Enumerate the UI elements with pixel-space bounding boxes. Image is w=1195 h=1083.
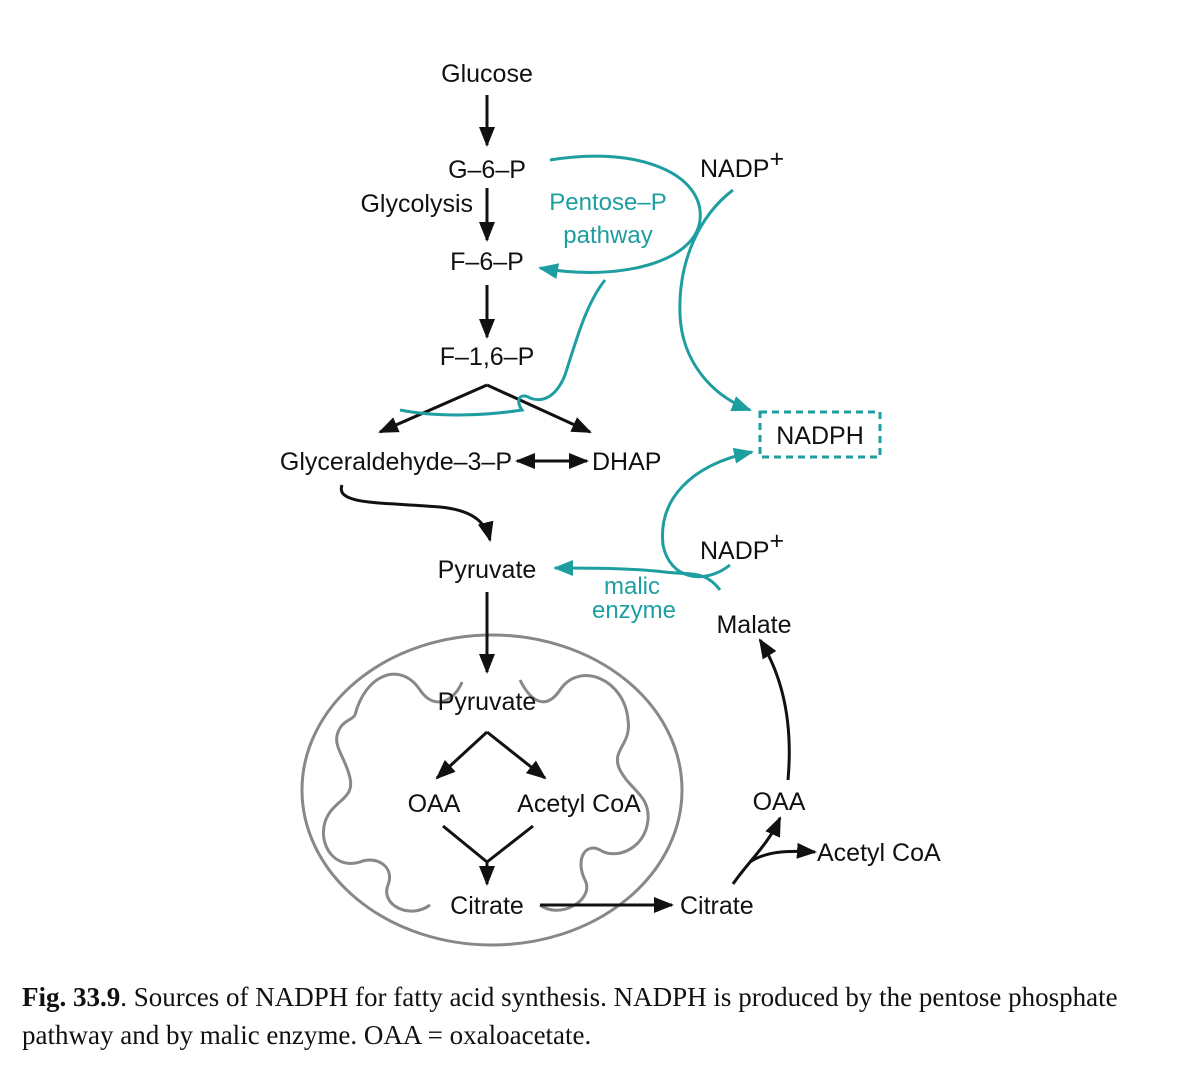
label-citrate-cytosol: Citrate xyxy=(680,892,754,920)
mitochondrion xyxy=(300,633,684,947)
label-pentose-p: Pentose–P xyxy=(549,189,666,216)
arrow-f16p-dhap xyxy=(486,383,592,434)
figure-caption: Fig. 33.9. Sources of NADPH for fatty ac… xyxy=(22,978,1182,1054)
label-citrate-mito: Citrate xyxy=(450,892,524,920)
label-pyruvate-cytosol: Pyruvate xyxy=(438,556,537,584)
label-dhap: DHAP xyxy=(592,448,661,476)
nadph-sources-diagram: Glucose G–6–P Glycolysis F–6–P F–1,6–P G… xyxy=(280,60,941,947)
label-glycolysis: Glycolysis xyxy=(360,190,473,218)
label-oaa-mito: OAA xyxy=(408,790,461,818)
label-f6p: F–6–P xyxy=(450,248,524,276)
pathway-arrows xyxy=(339,95,817,913)
arrow-oaa-malate xyxy=(758,638,791,781)
label-pathway: pathway xyxy=(563,222,652,249)
arrow-pyruvate-acetylcoa xyxy=(486,730,547,780)
label-f16p: F–1,6–P xyxy=(440,343,535,371)
mitochondrion-outer-membrane xyxy=(300,633,684,947)
arrow-citrate-acetylcoa xyxy=(749,842,817,864)
arrow-f16p-gap xyxy=(378,383,488,434)
label-g6p: G–6–P xyxy=(448,156,526,184)
mitochondrion-inner-membrane xyxy=(322,672,650,913)
arrow-gap-pyruvate xyxy=(339,484,494,542)
arrow-acetylcoa-citrate xyxy=(486,824,534,864)
malic-nadp-to-nadph xyxy=(661,447,754,579)
label-nadp-top: NADP+ xyxy=(700,145,784,183)
label-acetylcoa-cytosol: Acetyl CoA xyxy=(817,839,941,867)
labels: Glucose G–6–P Glycolysis F–6–P F–1,6–P G… xyxy=(280,60,941,920)
pentose-nadp-to-nadph xyxy=(678,188,752,412)
nadph-arrows xyxy=(399,154,882,591)
label-enzyme: enzyme xyxy=(592,597,676,624)
label-nadph: NADPH xyxy=(776,422,864,450)
label-acetylcoa-mito: Acetyl CoA xyxy=(517,790,641,818)
pentose-loop xyxy=(538,154,702,279)
pentose-return-to-triose xyxy=(399,279,607,417)
label-glyceraldehyde-3-p: Glyceraldehyde–3–P xyxy=(280,448,512,476)
arrow-citrate-oaa xyxy=(731,816,782,885)
label-malic: malic xyxy=(604,573,660,600)
label-glucose: Glucose xyxy=(441,60,533,88)
figure-caption-text: . Sources of NADPH for fatty acid synthe… xyxy=(22,982,1118,1050)
arrow-oaa-citrate xyxy=(442,824,488,864)
label-nadp-mid: NADP+ xyxy=(700,527,784,565)
label-oaa-cytosol: OAA xyxy=(753,788,806,816)
nadph-box xyxy=(758,410,882,459)
arrow-pyruvate-oaa xyxy=(435,730,489,780)
label-malate: Malate xyxy=(716,611,791,639)
label-pyruvate-mito: Pyruvate xyxy=(438,688,537,716)
figure-label: Fig. 33.9 xyxy=(22,982,121,1012)
